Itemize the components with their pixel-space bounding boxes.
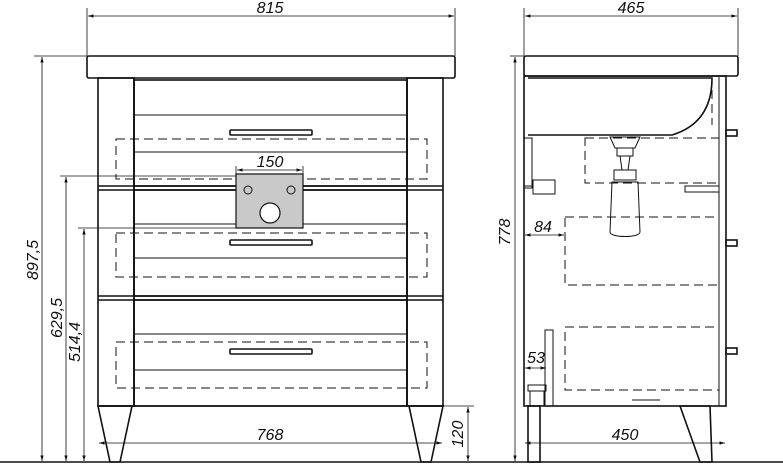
dim-label-120: 120 [450, 421, 467, 448]
siphon [609, 136, 641, 237]
dim-label-897-5: 897,5 [25, 240, 42, 280]
front-left-leg [97, 405, 133, 463]
side-knob-1 [725, 129, 738, 137]
dim-label-768: 768 [257, 427, 284, 444]
dim-overall-depth: 465 [523, 0, 739, 56]
side-drawer-3-dashed [564, 326, 720, 391]
side-knob-2 [725, 239, 738, 247]
side-view: 465 778 84 53 450 [497, 0, 739, 463]
dim-inner-width: 768 [99, 427, 442, 445]
dim-label-629-5: 629,5 [49, 298, 66, 338]
side-knob-3 [725, 347, 738, 355]
dim-label-815: 815 [257, 0, 284, 17]
dim-overall-width: 815 [86, 0, 456, 56]
dim-label-465: 465 [618, 0, 645, 17]
front-countertop [86, 55, 456, 79]
drawer-3-inner-dashed [115, 341, 428, 389]
dim-label-53: 53 [527, 350, 545, 367]
side-body [523, 75, 727, 407]
mounting-plate [235, 173, 304, 229]
dim-label-150: 150 [257, 154, 284, 171]
side-left-leg [527, 405, 541, 463]
drawer-2-inner-dashed [115, 232, 428, 278]
dim-leg-height: 120 [443, 405, 474, 461]
side-right-leg [678, 405, 713, 463]
dim-label-84: 84 [534, 219, 552, 236]
side-drawer-1-dashed [584, 137, 720, 184]
side-countertop [523, 55, 739, 77]
dim-height-629-5: 629,5 [49, 175, 236, 461]
front-drawer-3 [115, 299, 428, 407]
side-basin [528, 77, 713, 136]
drawer-2-handle [229, 239, 313, 246]
front-right-post [406, 77, 444, 407]
dim-height-514-4: 514,4 [67, 227, 260, 461]
dim-plate-width: 150 [235, 154, 304, 174]
drawer-1-handle [229, 129, 313, 136]
dim-label-450: 450 [612, 427, 639, 444]
front-right-leg [408, 405, 444, 463]
dim-overall-height: 897,5 [25, 55, 87, 461]
dim-body-height: 778 [497, 55, 524, 461]
side-wall-fitting [532, 179, 556, 195]
dim-offset-84: 84 [525, 219, 564, 237]
dim-label-514-4: 514,4 [67, 322, 84, 362]
dim-label-778: 778 [497, 219, 514, 246]
dim-body-depth: 450 [525, 427, 725, 445]
drawer-3-handle [229, 348, 313, 355]
side-drawer-2-dashed [564, 216, 720, 286]
dim-small-53: 53 [525, 350, 546, 370]
